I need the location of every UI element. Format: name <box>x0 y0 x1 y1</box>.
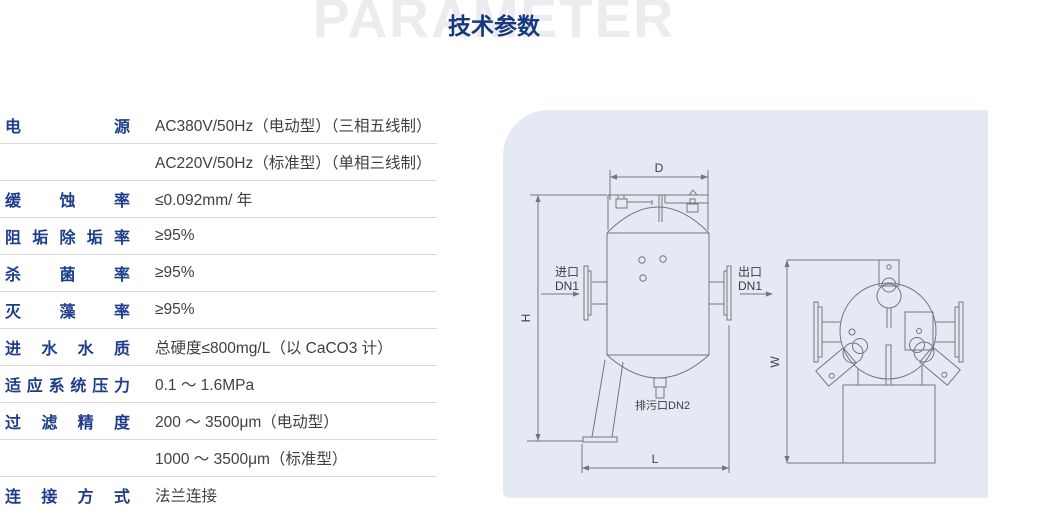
spec-label: 进水水质 <box>5 341 130 358</box>
drain-label: 排污口DN2 <box>635 398 690 412</box>
page-header: PARAMETER 技术参数 <box>0 0 988 64</box>
table-row: 1000 ～ 3500μm（标准型） <box>0 440 437 477</box>
spec-value: ≥95% <box>155 227 195 244</box>
spec-label: 连接方式 <box>5 489 130 506</box>
spec-label: 杀菌率 <box>5 267 130 284</box>
relief-valve-icon <box>686 189 699 213</box>
spec-label: 电源 <box>5 119 130 136</box>
spec-label: 适应系统压力 <box>5 378 130 395</box>
spec-value: 200 ～ 3500μm（电动型） <box>155 414 339 431</box>
outlet-size-label: DN1 <box>738 279 762 293</box>
spec-value: AC380V/50Hz（电动型）（三相五线制） <box>155 118 432 135</box>
table-row: 灭藻率 ≥95% <box>0 292 437 329</box>
table-row: AC220V/50Hz（标准型）（单相三线制） <box>0 144 437 181</box>
table-row: 进水水质 总硬度≤800mg/L（以 CaCO3 计） <box>0 329 437 366</box>
inlet-size-label: DN1 <box>555 279 579 293</box>
page-title: 技术参数 <box>448 13 540 39</box>
left-leg-bracket <box>815 347 857 387</box>
spec-value: AC220V/50Hz（标准型）（单相三线制） <box>155 155 432 172</box>
table-row: 连接方式 法兰连接 <box>0 477 437 508</box>
technical-drawing: D <box>519 161 964 473</box>
spec-value: ≥95% <box>155 264 195 281</box>
vessel-top-view: W <box>768 259 964 464</box>
table-row: 阻垢除垢率 ≥95% <box>0 218 437 255</box>
spec-label: 过滤精度 <box>5 415 130 432</box>
spec-value: 法兰连接 <box>155 488 218 505</box>
dim-label-l: L <box>652 452 659 466</box>
diagram-panel: D <box>503 110 988 498</box>
table-row: 杀菌率 ≥95% <box>0 255 437 292</box>
spec-value: ≥95% <box>155 301 195 318</box>
dim-label-w: W <box>768 356 782 368</box>
dim-label-h: H <box>519 314 533 323</box>
table-row: 适应系统压力 0.1 ～ 1.6MPa <box>0 366 437 403</box>
spec-value: 0.1 ～ 1.6MPa <box>155 377 255 394</box>
dim-label-d: D <box>655 161 664 175</box>
spec-value: 总硬度≤800mg/L（以 CaCO3 计） <box>155 340 393 357</box>
spec-label: 缓蚀率 <box>5 193 130 210</box>
spec-label: 阻垢除垢率 <box>5 230 130 247</box>
spec-value: ≤0.092mm/ 年 <box>155 192 253 209</box>
table-row: 电源 AC380V/50Hz（电动型）（三相五线制） <box>0 107 437 144</box>
spec-value: 1000 ～ 3500μm（标准型） <box>155 451 348 468</box>
vessel-side-view: D <box>519 161 773 473</box>
spec-label: 灭藻率 <box>5 304 130 321</box>
watermark-text: PARAMETER <box>312 0 676 49</box>
table-row: 过滤精度 200 ～ 3500μm（电动型） <box>0 403 437 440</box>
air-vent-valve-icon <box>615 195 653 209</box>
inlet-label: 进口 <box>555 265 579 279</box>
outlet-label: 出口 <box>738 265 762 279</box>
right-leg-bracket <box>919 346 961 386</box>
table-row: 缓蚀率 ≤0.092mm/ 年 <box>0 181 437 218</box>
spec-table: 电源 AC380V/50Hz（电动型）（三相五线制） AC220V/50Hz（标… <box>0 107 437 508</box>
